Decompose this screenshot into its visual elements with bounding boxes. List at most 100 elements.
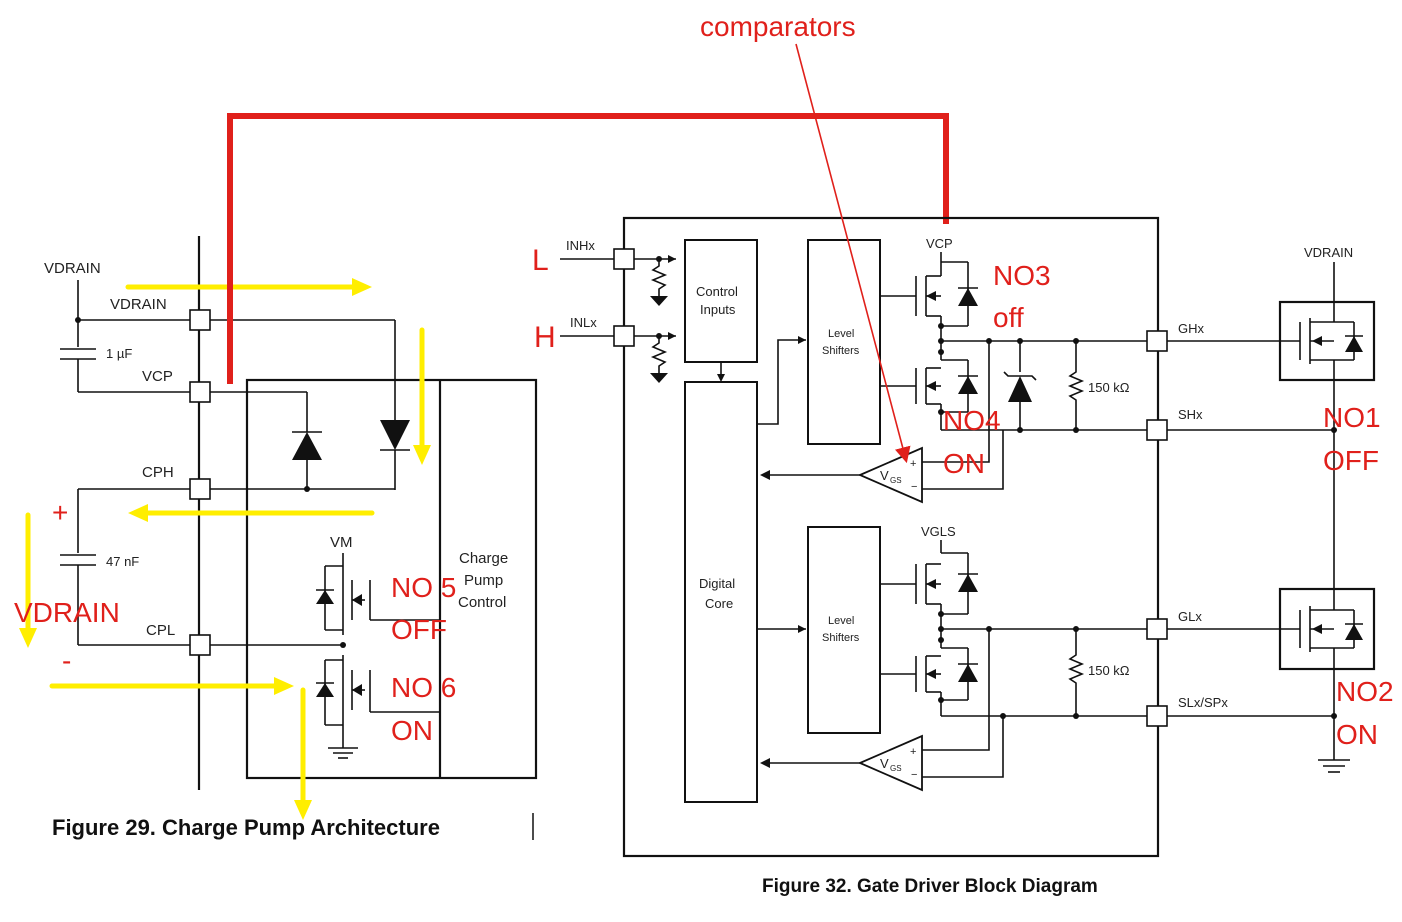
vgs-sub-label: GS	[890, 476, 902, 485]
no3-annotation: NO3	[993, 260, 1051, 291]
cap-47nf-label: 47 nF	[106, 554, 139, 569]
ground-icon	[1318, 759, 1350, 773]
resistor-icon	[1067, 341, 1085, 430]
vgs-sub-label-low: GS	[890, 764, 902, 773]
cpl-pad	[189, 634, 211, 656]
level-shifters-label: Level	[828, 328, 854, 340]
minus-sign: −	[911, 481, 917, 493]
diode-icon	[380, 420, 410, 450]
external-low-mosfet-icon	[1278, 587, 1376, 671]
pulldown-arrow-icon	[650, 296, 668, 306]
H-annotation: H	[534, 321, 556, 354]
zener-diode-icon	[1003, 341, 1037, 430]
glx-pad	[1146, 618, 1168, 640]
cpl-pin-label: CPL	[146, 622, 175, 639]
pulldown-arrow-icon	[650, 373, 668, 383]
inhx-pad	[613, 248, 635, 270]
minus-sign-low: −	[911, 769, 917, 781]
cph-pad	[189, 478, 211, 500]
control-inputs-block	[684, 239, 758, 363]
comparators-annotation: comparators	[700, 11, 856, 42]
L-annotation: L	[532, 244, 549, 277]
control-inputs-label-2: Inputs	[700, 302, 736, 317]
arrow-down-icon	[19, 628, 37, 648]
comparator-low-icon	[857, 734, 923, 792]
no6-annotation: NO 6	[391, 672, 456, 703]
no1-annotation: NO1	[1323, 402, 1381, 433]
level-shifters-label-low-2: Shifters	[822, 632, 860, 644]
ghx-pad	[1146, 330, 1168, 352]
no5-annotation: NO 5	[391, 572, 456, 603]
resistor-150k-high-label: 150 kΩ	[1088, 380, 1130, 395]
no1-state: OFF	[1323, 445, 1379, 476]
shx-label: SHx	[1178, 407, 1203, 422]
level-shifters-high-block	[807, 239, 881, 445]
gate-driver-chip-outline	[622, 216, 1160, 858]
no2-state: ON	[1336, 719, 1378, 750]
gate-driver-block-diagram: INHx INLx L H Control Inputs Digital Cor…	[532, 216, 1376, 897]
charge-pump-control-label-3: Control	[458, 594, 506, 611]
low-side-driver-mosfets-icon	[880, 540, 1147, 717]
vdrain-pin-label: VDRAIN	[110, 296, 167, 313]
vdrain-label-top: VDRAIN	[44, 260, 101, 277]
no4-annotation: NO4	[943, 405, 1001, 436]
level-shifters-low-block	[807, 526, 881, 734]
vdrain-pad	[189, 309, 211, 331]
charge-pump-architecture: VDRAIN 1 µF VDRAIN VCP CPH	[44, 236, 538, 840]
arrow-left-icon	[128, 504, 148, 522]
no2-annotation: NO2	[1336, 676, 1394, 707]
cph-pin-label: CPH	[142, 464, 174, 481]
glx-label: GLx	[1178, 609, 1202, 624]
diode-icon	[292, 432, 322, 460]
comparators-pointer-line	[795, 43, 911, 464]
digital-core-label: Digital	[699, 576, 735, 591]
control-inputs-label: Control	[696, 284, 738, 299]
inhx-label: INHx	[566, 238, 595, 253]
level-shifters-label-low: Level	[828, 615, 854, 627]
vgs-label: V	[880, 468, 889, 483]
arrow-down-icon	[294, 800, 312, 820]
figure-29-caption: Figure 29. Charge Pump Architecture	[52, 815, 440, 840]
figure-32-caption: Figure 32. Gate Driver Block Diagram	[762, 876, 1098, 897]
plus-annotation: +	[52, 497, 68, 528]
mosfet-no6-icon	[316, 655, 440, 735]
vgls-label: VGLS	[921, 524, 956, 539]
no4-state: ON	[943, 448, 985, 479]
vcp-pad	[189, 381, 211, 403]
current-flow-arrows	[19, 278, 431, 820]
plus-sign-low: +	[910, 746, 916, 758]
arrow-right-icon	[274, 677, 294, 695]
vdrain-right-label: VDRAIN	[1304, 245, 1353, 260]
comparator-high-icon	[857, 446, 923, 504]
minus-annotation: -	[62, 645, 71, 676]
charge-pump-control-label-2: Pump	[464, 572, 503, 589]
inlx-label: INLx	[570, 315, 597, 330]
plus-sign: +	[910, 458, 916, 470]
vdrain-annotation: VDRAIN	[14, 597, 120, 628]
high-side-driver-mosfets-icon	[880, 252, 978, 430]
ghx-label: GHx	[1178, 321, 1205, 336]
no6-state: ON	[391, 715, 433, 746]
arrow-down-icon	[413, 445, 431, 465]
resistor-icon	[1067, 629, 1085, 716]
external-high-mosfet-icon	[1278, 300, 1376, 382]
digital-core-block	[684, 381, 758, 803]
cap-1uf-label: 1 µF	[106, 346, 132, 361]
vcp-top-label: VCP	[926, 236, 953, 251]
vgs-label-low: V	[880, 756, 889, 771]
vcp-pin-label: VCP	[142, 368, 173, 385]
shx-pad	[1146, 419, 1168, 441]
charge-pump-block	[245, 378, 538, 780]
ground-icon	[328, 735, 358, 759]
charge-pump-control-label: Charge	[459, 550, 508, 567]
digital-core-label-2: Core	[705, 596, 733, 611]
slx-label: SLx/SPx	[1178, 695, 1228, 710]
slx-pad	[1146, 705, 1168, 727]
no3-state: off	[993, 302, 1024, 333]
arrow-right-icon	[352, 278, 372, 296]
vcp-connection-line	[227, 113, 949, 384]
resistor-150k-low-label: 150 kΩ	[1088, 663, 1130, 678]
inlx-pad	[613, 325, 635, 347]
no5-state: OFF	[391, 614, 447, 645]
